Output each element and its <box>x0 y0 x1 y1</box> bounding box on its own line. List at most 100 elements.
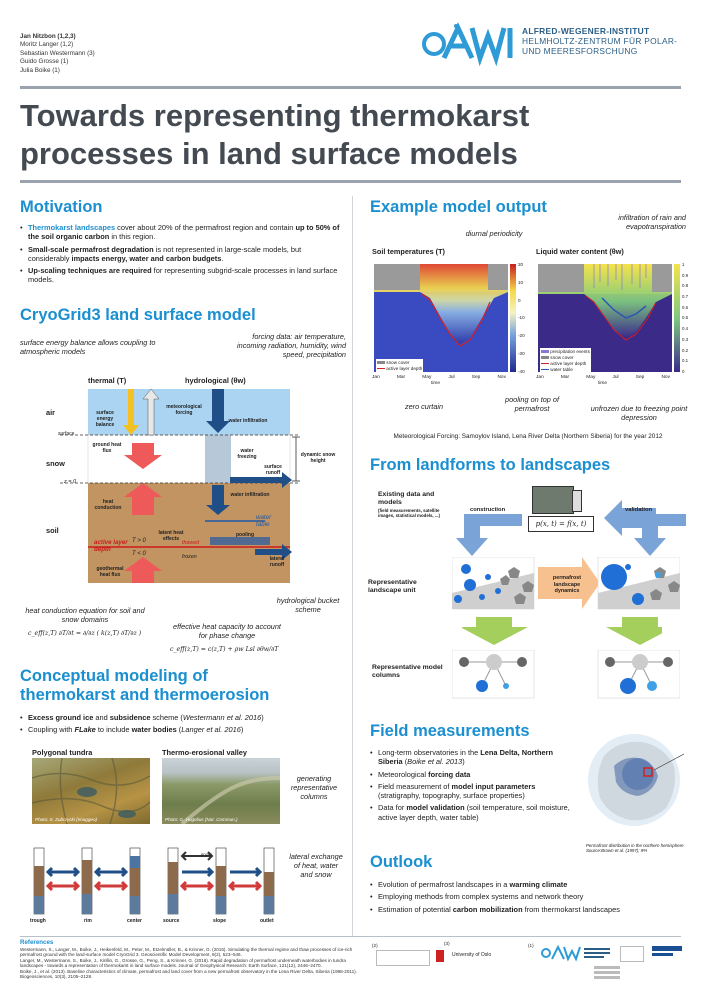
process-label: geothermal heat flux <box>96 566 124 578</box>
formula-box: p(x, t) = f(x, t) <box>528 516 594 532</box>
annotation: generating representative columns <box>290 774 338 801</box>
reference: Langer, M., Westermann, S., Boike, J., K… <box>20 957 346 969</box>
section-heading: Outlook <box>370 853 433 871</box>
arrow-label: construction <box>470 507 506 513</box>
author: Moritz Langer (1,2) <box>20 41 74 49</box>
annotation: effective heat capacity to account for p… <box>173 622 281 640</box>
process-label: water infiltration <box>230 492 270 498</box>
affiliation-number: (1) <box>528 943 534 948</box>
satellite-image-stack: p(x, t) = f(x, t) <box>524 486 598 544</box>
equation: c_eff(z,T) = c(z,T) + ρw Lsl ∂θw/∂T <box>170 646 279 653</box>
annotation: surface energy balance allows coupling t… <box>20 338 156 356</box>
section-heading: Example model output <box>370 198 547 216</box>
author: Sebastian Westermann (3) <box>20 49 95 57</box>
poster-title: Towards representing thermokarst process… <box>20 98 530 171</box>
tile-columns <box>33 847 275 915</box>
list-item: Estimation of potential carbon mobilizat… <box>370 905 690 915</box>
author-list: Jan Nitzbon (1,2,3) Moritz Langer (1,2) … <box>20 33 95 75</box>
legend-item: snow cover <box>541 355 590 361</box>
annotation: diurnal periodicity <box>465 229 523 238</box>
process-label: dynamic snow height <box>300 452 336 464</box>
photo-thermo-erosional-valley: Photo: G. Hugelius (Nat. Commun.) <box>162 758 281 826</box>
list-item: Excess ground ice and subsidence scheme … <box>20 713 340 723</box>
process-label: water freezing <box>237 448 257 460</box>
affiliation-number: (3) <box>444 941 450 946</box>
map-caption: Permafrost distribution in the northern … <box>586 843 684 854</box>
permafrost-map <box>588 734 684 826</box>
process-label: thawed <box>182 540 200 546</box>
uio-logo-icon <box>436 950 444 962</box>
plot-legend: precipitation events snow cover active l… <box>540 348 591 374</box>
arrow-label: validation <box>625 507 653 513</box>
annotation: heat conduction equation for soil and sn… <box>25 606 145 624</box>
list-item: Field measurement of model input paramet… <box>370 782 570 801</box>
references: References Westermann, S., Langer, M., B… <box>20 940 360 980</box>
row-sublabel: (field measurements, satellite images, s… <box>378 508 440 519</box>
legend-item: snow cover <box>377 360 422 366</box>
tile-label: outlet <box>260 918 274 924</box>
tile-label: source <box>163 918 180 924</box>
list-item: Meteorological forcing data <box>370 770 570 780</box>
process-label: T > 0 <box>132 538 146 544</box>
list-item: Evolution of permafrost landscapes in a … <box>370 880 690 890</box>
affiliation-number: (2) <box>372 943 378 948</box>
process-label: surface energy balance <box>95 410 115 428</box>
column-label: hydrological (θw) <box>185 376 246 385</box>
annotation: zero curtain <box>404 402 444 411</box>
row-label: Existing data and models <box>378 491 435 506</box>
process-label: meteorological forcing <box>166 404 202 416</box>
section-heading: CryoGrid3 land surface model <box>20 306 256 324</box>
x-axis-label: time <box>598 381 608 386</box>
tile-label: rim <box>84 918 92 924</box>
author: Guido Grosse (1) <box>20 58 69 66</box>
institute-name: ALFRED-WEGENER-INSTITUT HELMHOLTZ-ZENTRU… <box>522 26 678 56</box>
divider <box>20 936 681 937</box>
list-item: Data for model validation (soil temperat… <box>370 803 570 822</box>
process-label: heat conduction <box>94 499 122 511</box>
outlook-list: Evolution of permafrost landscapes in a … <box>370 880 690 917</box>
legend-item: water table <box>541 367 590 373</box>
tile-label: snow <box>201 852 212 857</box>
process-label: lateral runoff <box>269 556 285 568</box>
legend-item: precipitation events <box>541 349 590 355</box>
annotation: forcing data: air temperature, incoming … <box>237 332 346 359</box>
process-label: latent heat effects <box>158 530 184 542</box>
forcing-note: Meteorological Forcing: Samoylov Island,… <box>393 433 663 440</box>
photo-title: Polygonal tundra <box>32 748 93 757</box>
photo-credit: Photo: G. Hugelius (Nat. Commun.) <box>165 817 238 822</box>
down-arrows <box>462 617 662 645</box>
process-label: pooling <box>235 532 255 538</box>
tile-label: trough <box>30 918 46 924</box>
annotation: hydrological bucket scheme <box>276 596 340 614</box>
level-label: surface <box>58 431 75 437</box>
process-label: surface runoff <box>264 464 282 476</box>
column-divider <box>352 196 353 936</box>
panel-title: Liquid water content (θw) <box>536 247 624 256</box>
helmholtz-logo <box>652 946 682 958</box>
cryogrid-diagram <box>60 388 300 583</box>
layer-label: snow <box>46 459 65 468</box>
section-heading: From landforms to landscapes <box>370 456 611 474</box>
section-heading: Field measurements <box>370 722 530 740</box>
photo-title: Thermo-erosional valley <box>162 748 248 757</box>
process-label: water infiltration <box>228 418 268 424</box>
polygon-pattern <box>31 757 151 825</box>
partner-logo <box>620 946 644 962</box>
row-label: Representative model columns <box>372 664 443 679</box>
landscape-units <box>452 557 680 610</box>
tile-label: center <box>127 918 143 924</box>
affiliation: University of Oslo <box>452 952 492 958</box>
awi-logo <box>422 22 513 66</box>
model-output-plots <box>374 264 680 372</box>
process-label: water table <box>256 514 272 528</box>
section-heading: Motivation <box>20 198 103 216</box>
contact-block <box>594 966 620 981</box>
list-item: Small-scale permafrost degradation is no… <box>20 245 340 264</box>
list-item: Coupling with FLake to include water bod… <box>20 725 340 735</box>
list-item: Thermokarst landscapes cover about 20% o… <box>20 223 340 242</box>
university-logo <box>376 950 430 966</box>
arrow-label: permafrost landscape dynamics <box>552 575 582 594</box>
